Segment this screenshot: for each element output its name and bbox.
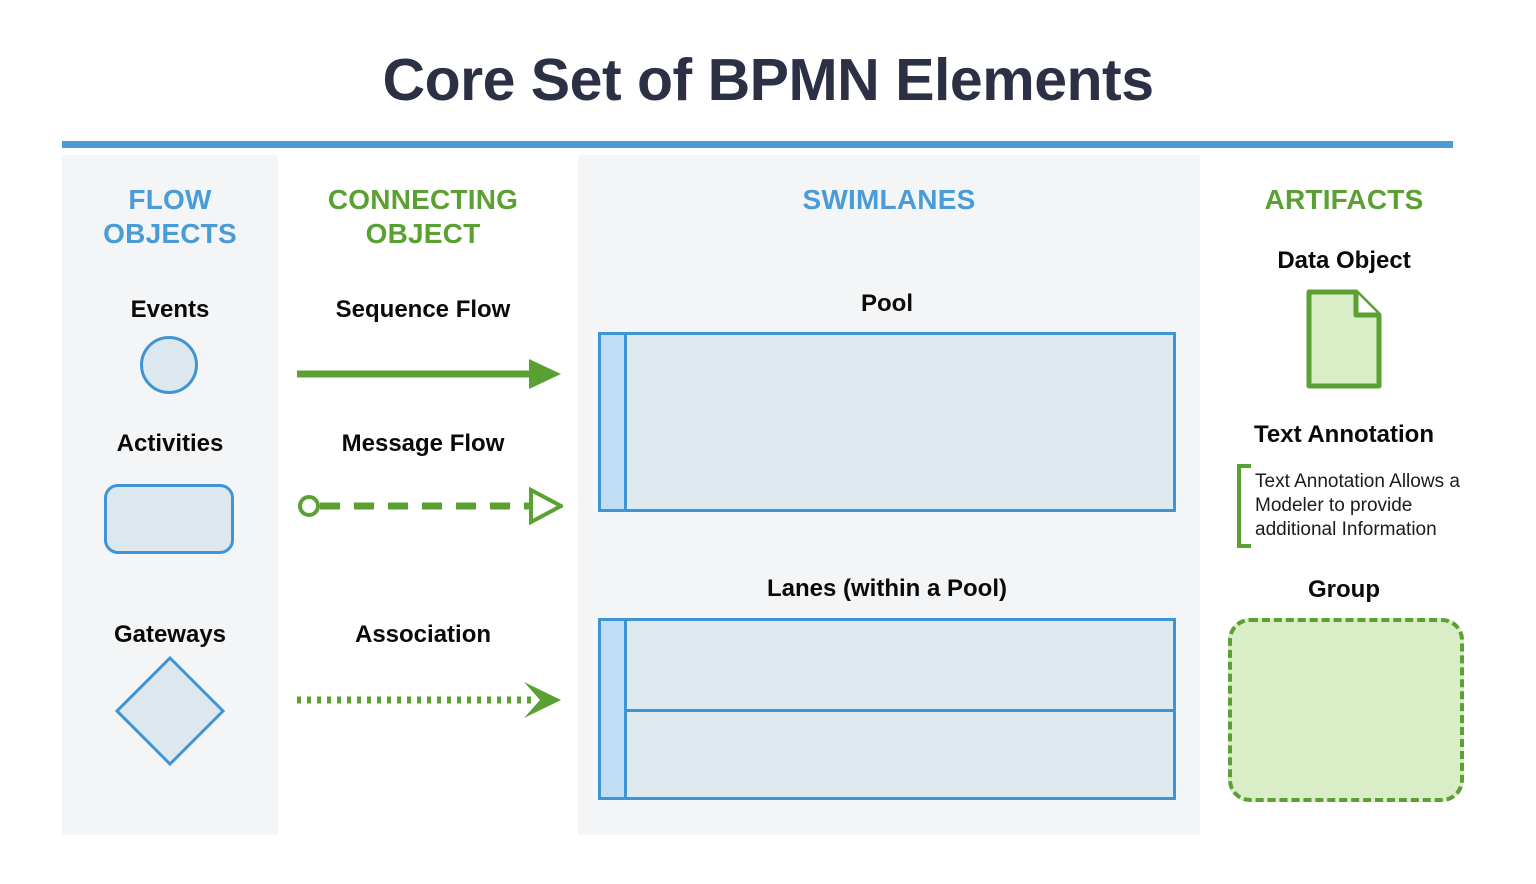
label-events: Events	[130, 296, 210, 323]
rounded-rectangle-icon	[104, 484, 234, 554]
circle-icon	[140, 336, 198, 394]
title-divider-rule	[62, 141, 1453, 148]
label-sequence-flow: Sequence Flow	[335, 296, 511, 323]
lane-divider-line	[627, 709, 1173, 712]
label-gateways: Gateways	[113, 621, 227, 648]
label-message-flow: Message Flow	[341, 430, 505, 457]
label-data-object: Data Object	[1277, 247, 1411, 274]
heading-connecting-object: CONNECTING OBJECT	[327, 184, 519, 250]
dashed-rounded-rectangle-icon	[1228, 618, 1464, 802]
text-annotation-shape: Text Annotation Allows a Modeler to prov…	[1237, 464, 1469, 548]
page-title: Core Set of BPMN Elements	[382, 47, 1154, 113]
pool-icon	[598, 332, 1176, 512]
heading-artifacts: ARTIFACTS	[1264, 184, 1424, 215]
diamond-icon	[113, 654, 227, 768]
lanes-icon	[598, 618, 1176, 800]
document-icon	[1306, 289, 1382, 389]
heading-swimlanes: SWIMLANES	[802, 184, 976, 215]
label-activities: Activities	[116, 430, 224, 457]
pool-header-strip	[601, 335, 627, 509]
dotted-arrow-icon	[295, 678, 563, 722]
label-group: Group	[1308, 576, 1380, 603]
label-pool: Pool	[861, 290, 913, 317]
label-association: Association	[354, 621, 492, 648]
text-annotation-body: Text Annotation Allows a Modeler to prov…	[1255, 471, 1460, 541]
heading-flow-objects: FLOW OBJECTS	[103, 184, 237, 250]
dashed-arrow-open-circle-icon	[295, 484, 566, 528]
solid-arrow-icon	[295, 352, 563, 396]
bracket-icon	[1237, 464, 1251, 548]
label-text-annotation: Text Annotation	[1254, 421, 1434, 448]
label-lanes: Lanes (within a Pool)	[766, 575, 1007, 602]
lanes-header-strip	[601, 621, 627, 797]
